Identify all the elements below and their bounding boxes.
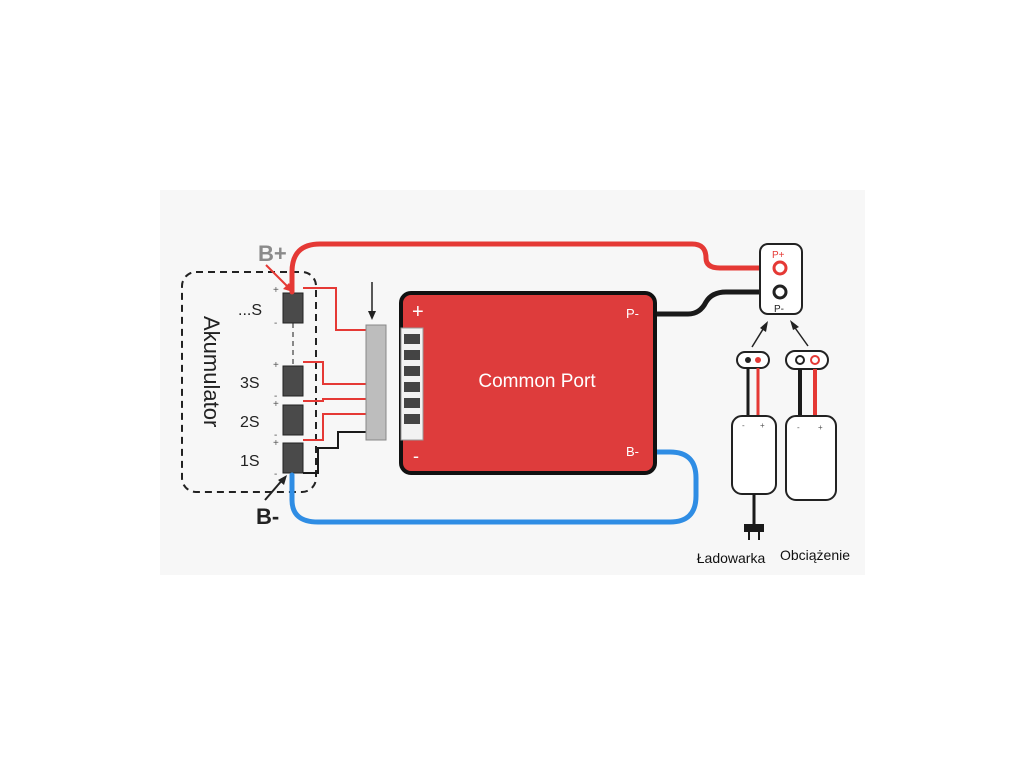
balance-connector	[365, 324, 387, 441]
port-p-minus-label: P-	[774, 304, 784, 315]
cell-label-2: 2S	[240, 414, 260, 431]
cell-1-plus: +	[273, 438, 279, 449]
charger-body	[731, 415, 777, 495]
bms-title: Common Port	[478, 371, 596, 392]
load-minus: -	[797, 423, 800, 432]
bms-b-minus-label: B-	[626, 444, 639, 459]
p-plus-terminal	[772, 260, 788, 276]
bms-plus-label: +	[412, 301, 424, 323]
cell-2	[282, 404, 304, 436]
cell-n-minus: -	[274, 318, 277, 329]
p-minus-terminal	[772, 284, 788, 300]
p-minus-wire	[651, 289, 775, 317]
b-plus-wire	[289, 241, 775, 295]
charger-plug	[736, 351, 770, 369]
output-port	[759, 243, 803, 315]
charger-plug-pin-left	[745, 357, 751, 363]
b-minus-label: B-	[256, 504, 279, 529]
charger-plug-pin-right	[755, 357, 761, 363]
charger-plus: +	[760, 421, 765, 430]
battery-pack-title: Akumulator	[199, 316, 224, 427]
balance-wires	[303, 287, 368, 474]
charger-label: Ładowarka	[697, 550, 766, 566]
charger-to-port-arrowhead	[760, 321, 768, 332]
cell-3	[282, 365, 304, 397]
cell-3-plus: +	[273, 360, 279, 371]
cell-1	[282, 442, 304, 474]
load-plug-pin-right	[810, 355, 820, 365]
bms-minus-label: -	[413, 446, 419, 466]
cell-label-3: 3S	[240, 375, 260, 392]
connector-insert-arrowhead	[368, 311, 376, 320]
b-minus-wire	[289, 449, 699, 525]
load-label: Obciążenie	[780, 547, 850, 563]
cell-1-minus: -	[274, 469, 277, 480]
cell-label-1: 1S	[240, 453, 260, 470]
cell-label-n: ...S	[238, 302, 262, 319]
load-to-port-arrowhead	[790, 320, 799, 330]
charger-mains-plug	[744, 524, 764, 532]
b-minus-arrowhead	[278, 475, 287, 485]
charger-minus: -	[742, 421, 745, 430]
cell-3-minus: -	[274, 391, 277, 402]
cell-n	[282, 292, 304, 324]
battery-pack-outline	[181, 271, 317, 493]
bms-pins	[404, 334, 420, 424]
load-body	[785, 415, 837, 501]
load-plug	[785, 350, 829, 370]
load-plus: +	[818, 423, 823, 432]
cell-2-plus: +	[273, 399, 279, 410]
b-plus-label: B+	[258, 241, 287, 266]
cell-n-plus: +	[273, 285, 279, 296]
cell-2-minus: -	[274, 430, 277, 441]
bms-p-minus-label: P-	[626, 306, 639, 321]
load-plug-pin-left	[795, 355, 805, 365]
port-p-plus-label: P+	[772, 250, 785, 261]
